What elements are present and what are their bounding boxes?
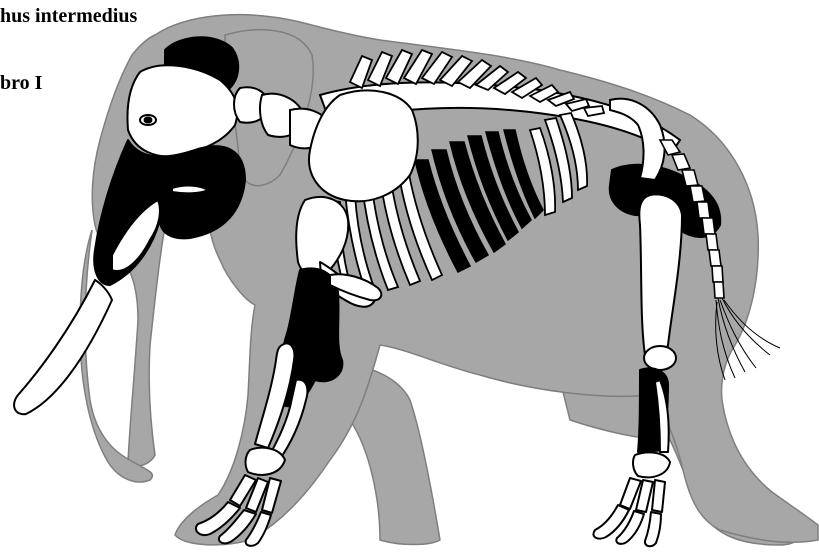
tusk xyxy=(14,280,112,414)
